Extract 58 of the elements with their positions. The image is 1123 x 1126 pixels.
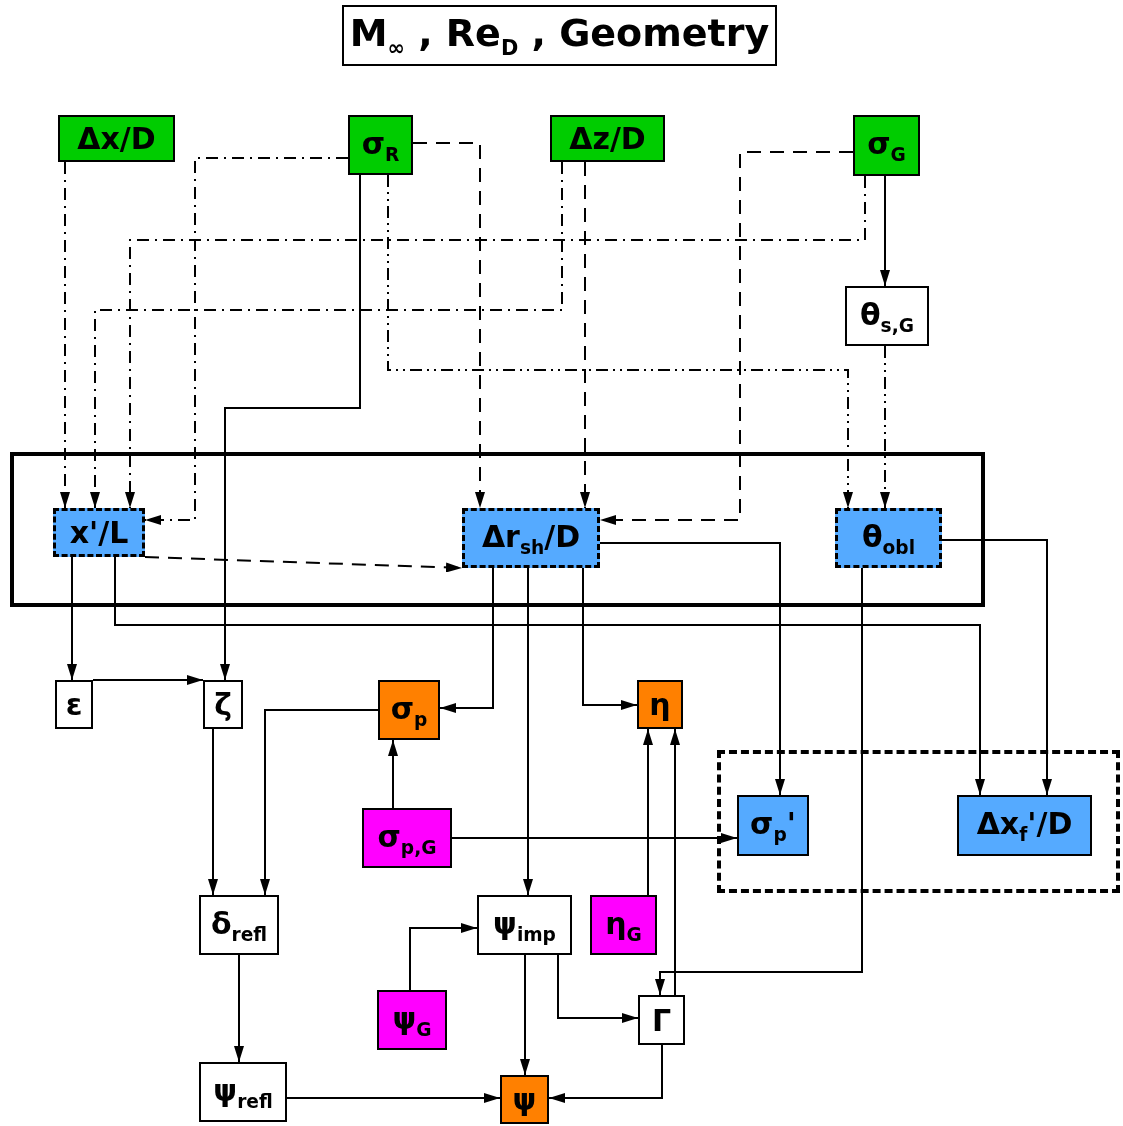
arrow bbox=[114, 556, 985, 796]
variable-box: θ$_{obl}$ bbox=[835, 508, 942, 568]
variable-box: η bbox=[637, 680, 683, 729]
variable-box: Γ bbox=[638, 995, 685, 1045]
arrow bbox=[144, 556, 463, 573]
arrow bbox=[67, 556, 77, 681]
arrow bbox=[92, 675, 204, 685]
group-frame bbox=[717, 750, 1120, 893]
variable-box: Δx/D bbox=[58, 115, 175, 162]
arrow bbox=[90, 161, 563, 509]
arrow bbox=[548, 1044, 663, 1103]
variable-box: σ$_{G}$ bbox=[853, 115, 920, 176]
group-frame bbox=[10, 452, 985, 607]
title: M$_{∞}$ , Re$_{D}$ , Geometry bbox=[342, 5, 777, 66]
arrow bbox=[409, 923, 478, 991]
variable-box: ζ bbox=[203, 680, 243, 729]
arrow bbox=[523, 567, 533, 896]
arrow bbox=[655, 567, 863, 996]
variable-box: σ$_{R}$ bbox=[348, 115, 413, 175]
variable-box: Δr$_{sh}$/D bbox=[462, 508, 600, 568]
arrow bbox=[520, 954, 530, 1076]
arrow bbox=[220, 174, 361, 681]
variable-box: η$_{G}$ bbox=[590, 895, 657, 955]
variable-box: θ$_{s,G}$ bbox=[845, 286, 929, 346]
arrow bbox=[208, 728, 218, 896]
variable-box: ψ$_{imp}$ bbox=[477, 895, 572, 955]
arrow bbox=[144, 157, 349, 525]
arrow bbox=[388, 739, 398, 809]
variable-box: δ$_{refl}$ bbox=[199, 895, 279, 955]
variable-box: ψ bbox=[500, 1075, 549, 1124]
arrow bbox=[557, 954, 639, 1023]
arrow bbox=[599, 151, 854, 525]
arrow bbox=[599, 542, 785, 796]
arrow bbox=[125, 175, 866, 509]
arrow bbox=[387, 174, 853, 509]
arrow bbox=[670, 728, 680, 996]
arrow bbox=[412, 142, 485, 509]
arrow bbox=[439, 567, 494, 713]
arrow bbox=[643, 728, 653, 896]
variable-box: ψ$_{G}$ bbox=[377, 990, 447, 1050]
variable-box: Δx$_{f}$'/D bbox=[957, 795, 1092, 856]
variable-box: x'/L bbox=[53, 508, 145, 557]
variable-box: Δz/D bbox=[550, 115, 665, 162]
arrow bbox=[941, 539, 1052, 796]
variable-box: ψ$_{refl}$ bbox=[199, 1062, 287, 1122]
variable-box: σ$_{p,G}$ bbox=[362, 808, 452, 868]
variable-box: σ$_{p}$' bbox=[737, 795, 809, 856]
arrow bbox=[260, 709, 379, 896]
arrow bbox=[880, 345, 890, 509]
variable-box: ε bbox=[55, 680, 93, 729]
arrow bbox=[451, 833, 738, 843]
arrow bbox=[582, 567, 638, 710]
variable-box: σ$_{p}$ bbox=[378, 680, 440, 740]
arrow bbox=[60, 161, 70, 509]
arrow bbox=[880, 175, 890, 287]
arrow bbox=[580, 161, 590, 509]
arrow bbox=[286, 1093, 501, 1103]
arrow bbox=[234, 954, 244, 1063]
